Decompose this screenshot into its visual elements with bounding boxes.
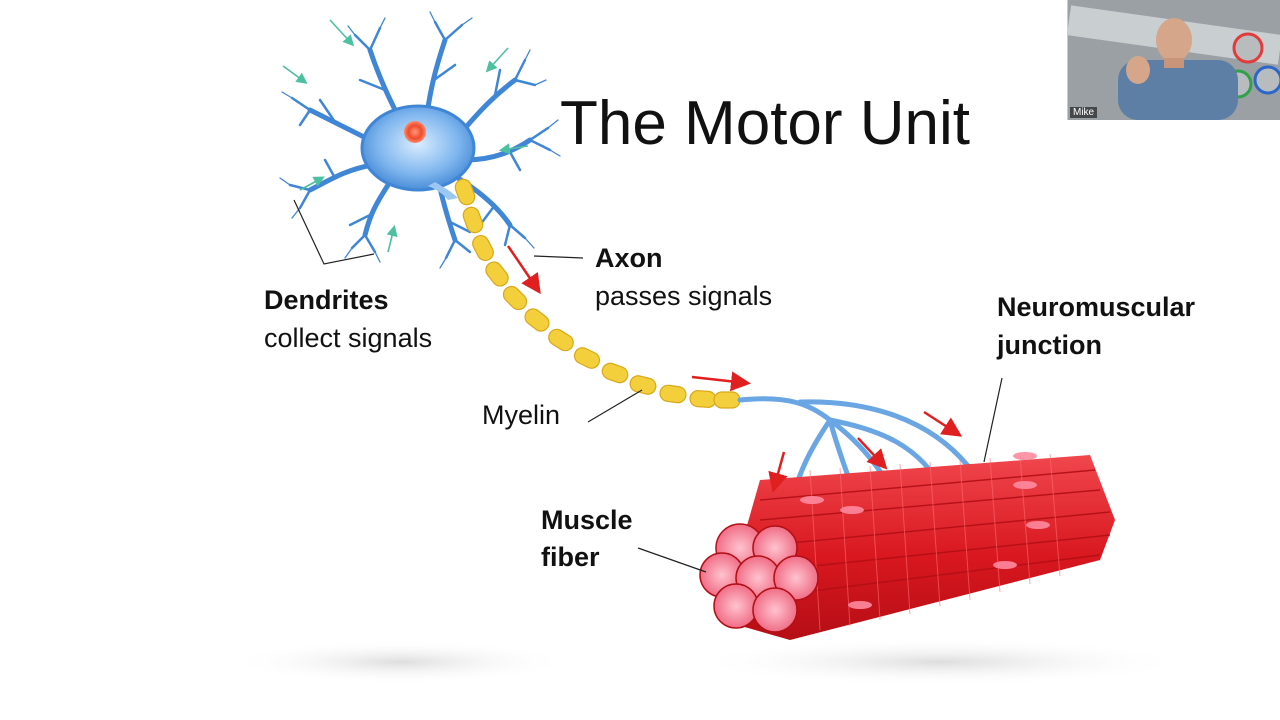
axon-description: passes signals xyxy=(595,281,773,311)
webcam-feed xyxy=(1068,0,1280,120)
floor-shadow xyxy=(230,640,570,684)
neuromuscular-label-line1: Neuromuscular xyxy=(997,292,1196,322)
dendrites-label: Dendrites xyxy=(264,285,389,315)
dendrites-description: collect signals xyxy=(264,323,433,353)
axon-hillock xyxy=(428,182,458,200)
neuron-cell-body xyxy=(360,104,476,192)
slide-title: The Motor Unit xyxy=(560,89,971,158)
webcam-video-tile[interactable]: Mike xyxy=(1067,0,1280,120)
axon-label: Axon xyxy=(595,243,663,273)
neuromuscular-label-line2: junction xyxy=(997,330,1102,360)
muscle-label-line2: fiber xyxy=(541,542,600,572)
muscle-fiber-bundle xyxy=(699,452,1115,640)
signal-arrow-icon xyxy=(506,245,963,493)
myelin-sheath xyxy=(454,178,741,409)
myelin-label: Myelin xyxy=(482,400,561,430)
floor-shadow xyxy=(690,638,1190,686)
input-signal-arrows xyxy=(282,19,529,253)
fiber-cross-sections xyxy=(699,523,819,633)
participant-name: Mike xyxy=(1070,107,1098,118)
muscle-label-line1: Muscle xyxy=(541,505,633,535)
label-leader-lines xyxy=(293,199,1003,573)
nucleus xyxy=(404,121,426,143)
